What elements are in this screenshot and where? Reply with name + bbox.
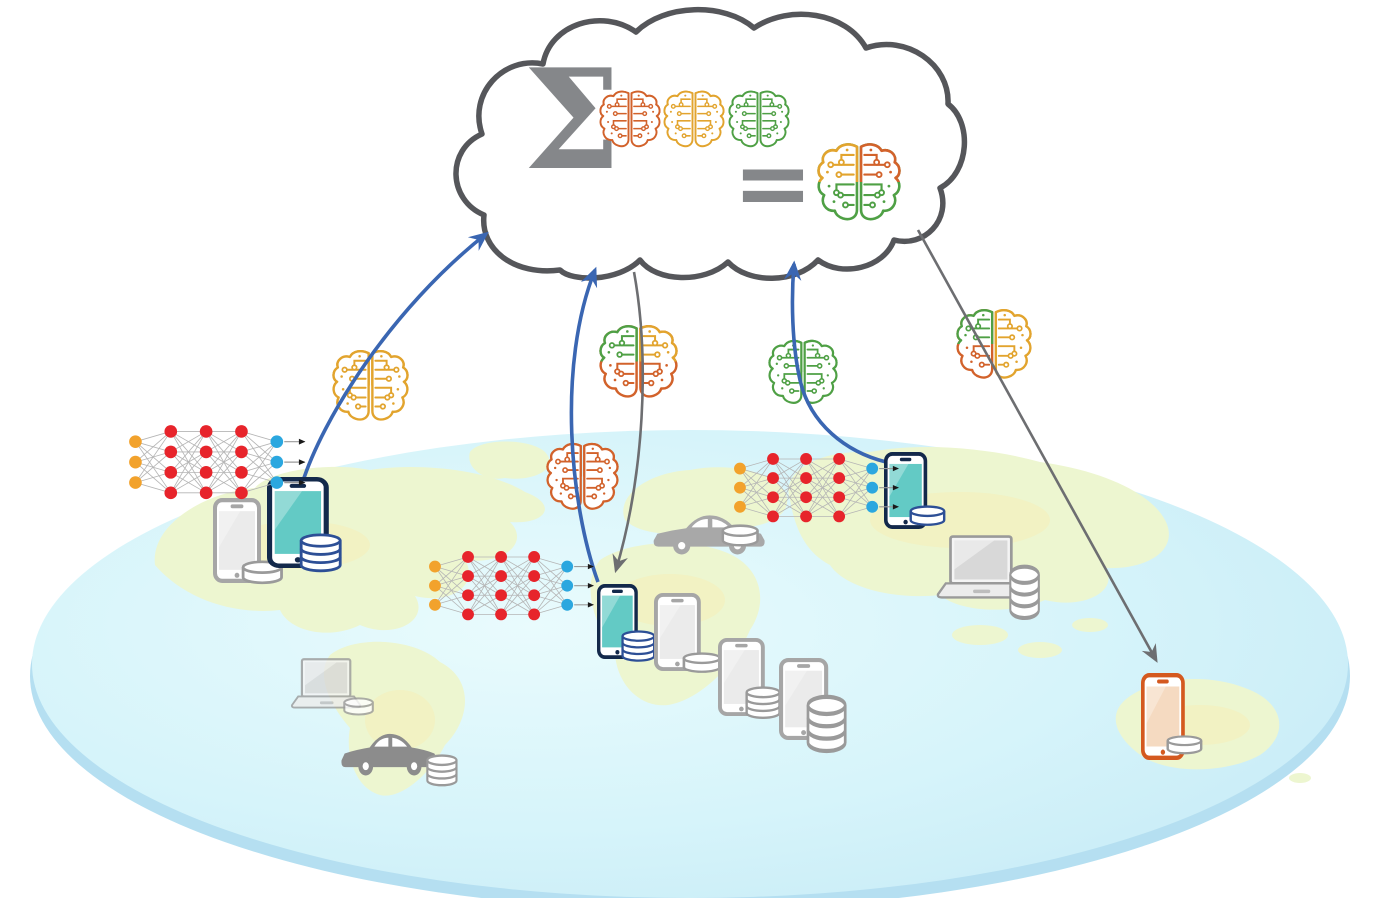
database-cylinder-icon-laptop-south-west — [343, 697, 374, 716]
database-cylinder-icon-car-middle — [721, 524, 759, 547]
database-cylinder-icon-cascade-1 — [682, 652, 722, 674]
database-cylinder-icon-australia — [1166, 735, 1203, 755]
neural-network-icon-right — [734, 453, 899, 523]
continent-europe — [623, 467, 788, 535]
database-cylinder-icon-cascade-2 — [745, 686, 781, 719]
local-neural-networks — [129, 425, 899, 621]
database-cylinder-icon-right-active — [909, 505, 946, 526]
transfer-arrows — [300, 229, 1158, 663]
upload-arrow-middle — [569, 266, 600, 583]
neural-network-icon-middle — [429, 551, 594, 621]
circuit-brain-icon-download-middle — [599, 325, 678, 398]
upload-arrow-left — [300, 231, 489, 485]
circuit-brain-icon-upload-left — [332, 350, 409, 421]
islands-southeast-asia — [952, 625, 1008, 645]
upload-arrow-right — [783, 260, 887, 464]
database-cylinder-icon-left-active — [299, 533, 342, 573]
database-cylinder-icon-car-south-west — [426, 754, 458, 787]
island-new-zealand — [1289, 773, 1311, 783]
continent-greenland — [469, 441, 550, 479]
download-arrow-middle — [612, 271, 644, 574]
database-cylinder-icon-cascade-3 — [808, 697, 845, 751]
neural-network-icon-left — [129, 425, 306, 500]
database-cylinder-icon-middle-active — [621, 630, 656, 662]
islands-southeast-asia — [1018, 642, 1062, 658]
download-arrow-right — [916, 229, 1158, 663]
database-cylinder-icon-laptop-right — [1010, 567, 1039, 618]
islands-southeast-asia — [1072, 618, 1108, 632]
